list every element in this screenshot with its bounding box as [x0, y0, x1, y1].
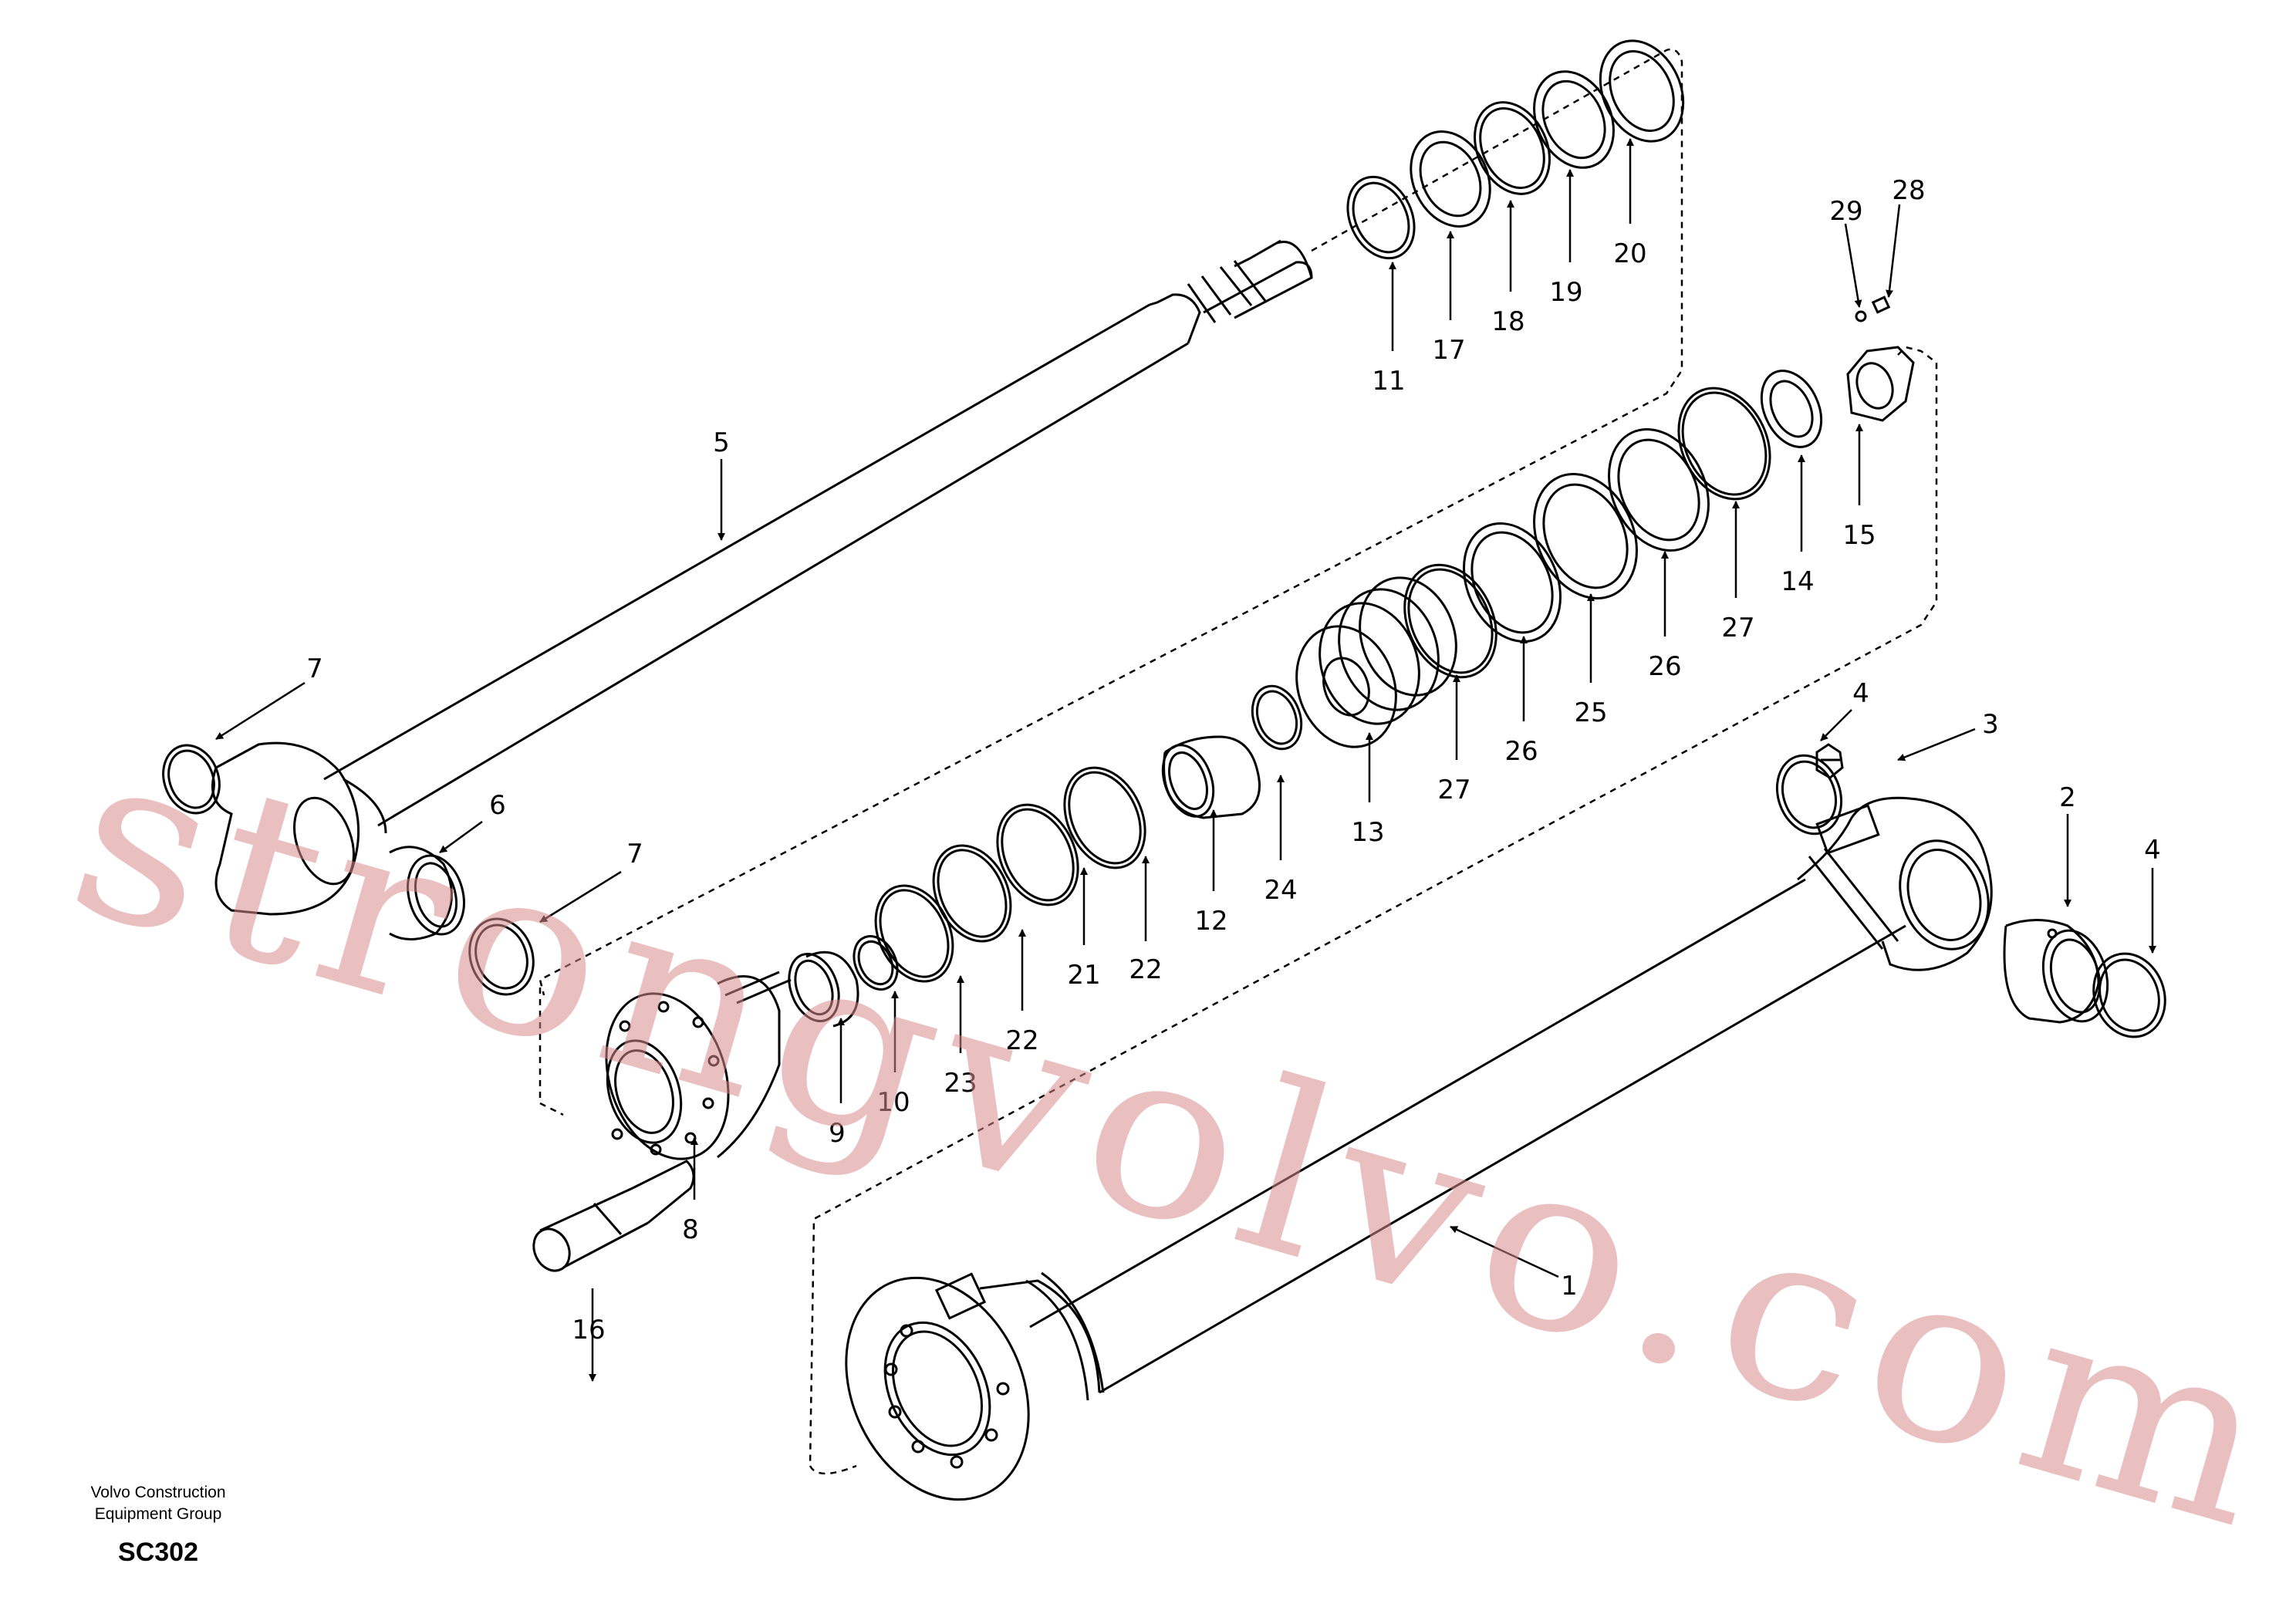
callout-1: 1: [1561, 1271, 1578, 1302]
callout-2: 2: [2059, 782, 2076, 813]
assembly-dashed-outlines: [539, 48, 1938, 1475]
leader-28: [1886, 204, 1901, 298]
leader-arrows: [215, 138, 2156, 1382]
retaining-rings-7: [162, 744, 535, 996]
footer-group-line2: Equipment Group: [94, 1505, 222, 1523]
footer-group-line1: Volvo Construction: [90, 1484, 226, 1501]
callout-22a: 22: [1005, 1025, 1038, 1056]
callout-15: 15: [1842, 520, 1876, 551]
leader-29: [1844, 223, 1862, 308]
leader-6: [439, 820, 483, 854]
callout-14: 14: [1781, 566, 1814, 597]
callout-26a: 26: [1504, 736, 1538, 767]
callout-29: 29: [1829, 196, 1862, 227]
callout-25: 25: [1574, 697, 1607, 728]
callout-21: 21: [1067, 960, 1100, 991]
cylinder-tube: [845, 796, 1993, 1501]
callout-22b: 22: [1129, 954, 1162, 985]
diagram-code: SC302: [118, 1538, 198, 1567]
watermark-text: strongvolvo.com: [46, 697, 2296, 1583]
callout-17: 17: [1432, 335, 1465, 366]
callout-16: 16: [572, 1315, 605, 1345]
callout-4b: 4: [2144, 835, 2161, 866]
callout-26b: 26: [1648, 651, 1681, 682]
callout-18: 18: [1491, 306, 1524, 337]
piston-seal-kit: [788, 346, 1915, 1028]
callout-4a: 4: [1852, 678, 1869, 709]
callout-3: 3: [1982, 709, 1999, 740]
fitting-parts-28-29: [1855, 295, 1891, 322]
grease-fitting-part-3: [1815, 743, 1844, 779]
callout-11: 11: [1372, 366, 1405, 397]
leader-3: [1897, 728, 1976, 761]
callout-27a: 27: [1437, 775, 1470, 805]
callout-27b: 27: [1721, 613, 1754, 643]
leader-1: [1450, 1225, 1559, 1278]
callout-5: 5: [713, 427, 730, 458]
callout-10: 10: [876, 1087, 910, 1118]
callout-13: 13: [1351, 817, 1384, 848]
callout-12: 12: [1194, 906, 1227, 937]
retaining-rings-4: [1775, 754, 2166, 1038]
callout-7b: 7: [626, 839, 643, 869]
bolt-part-16: [532, 1160, 695, 1272]
bushing-part-6: [389, 846, 465, 940]
callout-numbers: 1 2 3 4 4 5 6 7 7 8 9 10 11 12 13 14 15 …: [306, 175, 2161, 1345]
callout-20: 20: [1613, 238, 1646, 269]
rod-seal-kit: [1346, 39, 1685, 260]
callout-8: 8: [682, 1214, 699, 1245]
callout-23: 23: [944, 1068, 977, 1099]
footer-group-name: Volvo Construction Equipment Group: [77, 1482, 239, 1525]
leader-4a: [1820, 709, 1852, 741]
callout-19: 19: [1549, 277, 1582, 308]
cylinder-head-part-8: [605, 971, 792, 1160]
leader-7a: [215, 681, 306, 741]
callout-24: 24: [1264, 875, 1297, 906]
callout-7a: 7: [306, 653, 323, 684]
leader-7b: [539, 870, 622, 923]
callout-28: 28: [1892, 175, 1925, 206]
callout-9: 9: [829, 1118, 846, 1149]
callout-6: 6: [489, 790, 506, 821]
